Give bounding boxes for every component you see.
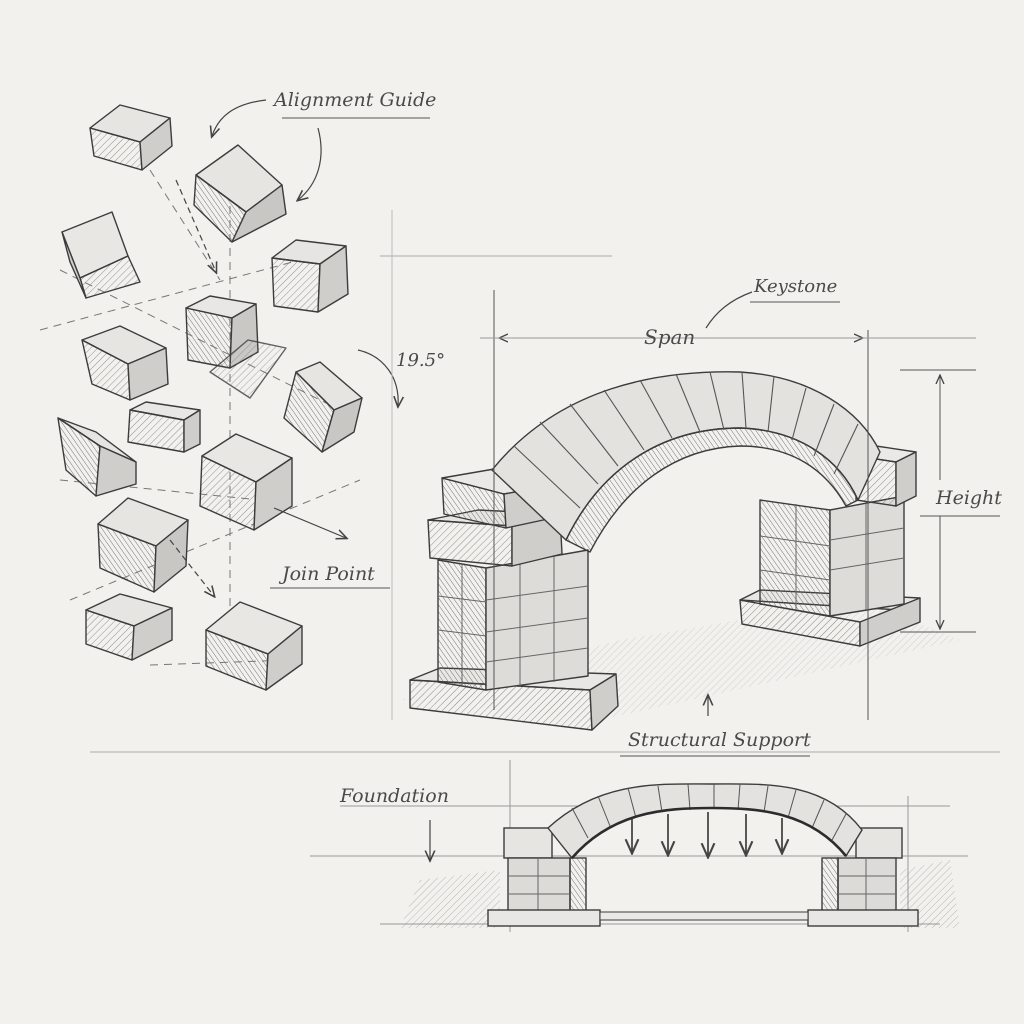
block	[81, 325, 169, 401]
keystone-annotation: Keystone	[705, 276, 840, 329]
load-arrows	[632, 812, 782, 856]
block	[199, 433, 293, 531]
block	[283, 361, 363, 453]
elevation-view-group	[310, 760, 968, 932]
block	[185, 295, 287, 399]
structural-support-label: Structural Support	[628, 729, 811, 751]
join-point-annotation: Join Point	[270, 563, 390, 589]
block	[127, 401, 201, 453]
block	[193, 144, 287, 243]
structural-support-annotation: Structural Support	[620, 696, 811, 757]
right-pier	[759, 495, 905, 617]
elevation-right-pier	[807, 827, 919, 927]
block	[271, 239, 349, 313]
block	[61, 211, 141, 299]
elevation-arch	[547, 783, 863, 860]
dimension-lines	[90, 210, 1000, 753]
foundation-annotation: Foundation	[339, 785, 449, 860]
scattered-blocks-group	[39, 104, 363, 691]
block	[85, 593, 173, 661]
height-label: Height	[935, 487, 1002, 509]
block	[97, 497, 189, 593]
angle-annotation: 19.5°	[357, 349, 445, 406]
alignment-guide-annotation: Alignment Guide	[212, 89, 436, 200]
arch-ring	[491, 371, 881, 553]
foundation-label: Foundation	[339, 785, 449, 807]
join-point-label: Join Point	[278, 563, 375, 585]
alignment-arrows	[169, 179, 346, 596]
block	[205, 601, 303, 691]
block	[89, 104, 173, 171]
span-label: Span	[644, 325, 695, 349]
keystone-label: Keystone	[753, 276, 837, 297]
angle-label: 19.5°	[396, 350, 445, 371]
arch-3d-group	[400, 371, 960, 731]
block	[57, 417, 137, 497]
elevation-left-pier	[487, 827, 601, 927]
left-pier	[437, 549, 589, 691]
alignment-guide-label: Alignment Guide	[272, 89, 436, 111]
